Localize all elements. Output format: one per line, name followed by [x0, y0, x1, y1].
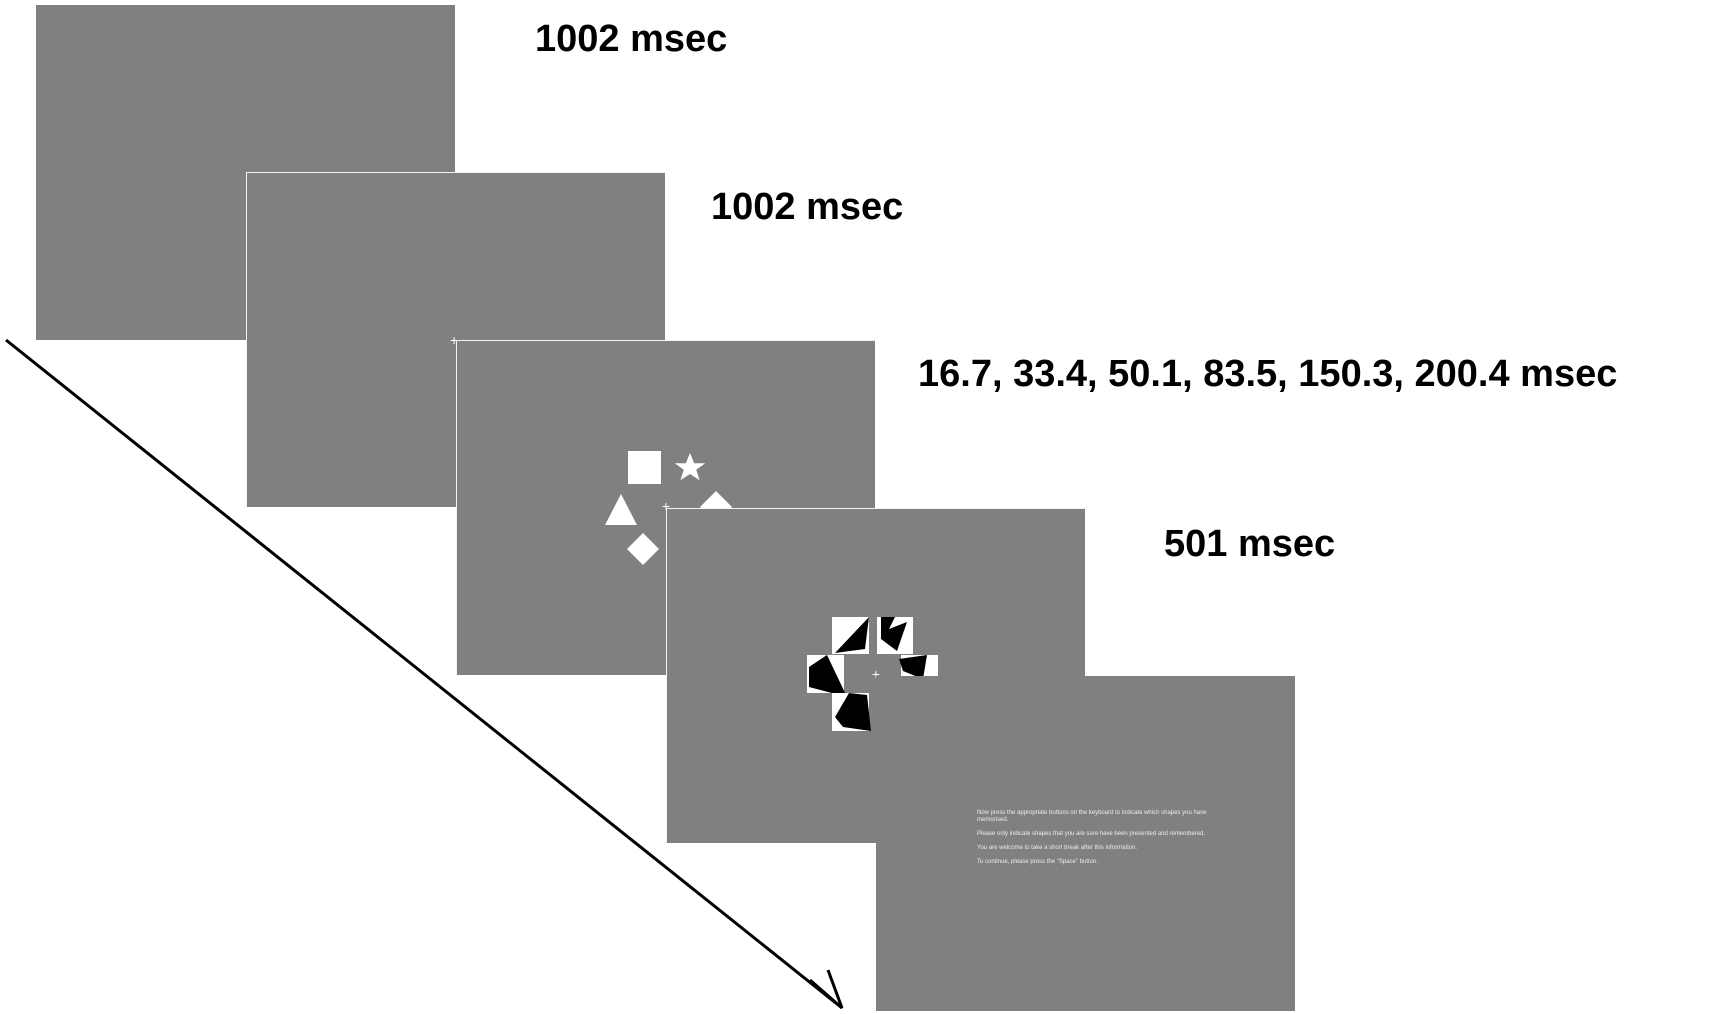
mask-wedge: [809, 655, 847, 697]
duration-label-mask: 501 msec: [1164, 523, 1336, 565]
square-icon: [628, 451, 661, 484]
instruction-line: Now press the appropriate buttons on the…: [977, 810, 1207, 823]
instruction-line: You are welcome to take a short break af…: [977, 845, 1137, 851]
star-icon: [674, 453, 706, 481]
mask-wedge: [835, 693, 871, 731]
mask-patches: +: [807, 617, 938, 731]
fixation-cross: +: [450, 332, 459, 348]
duration-label-fixation: 1002 msec: [711, 186, 904, 228]
duration-label-blank: 1002 msec: [535, 18, 728, 60]
mask-wedge: [881, 617, 907, 651]
time-arrow-line: [5, 338, 843, 1010]
mask-wedge: [899, 655, 927, 679]
duration-label-stimulus: 16.7, 33.4, 50.1, 83.5, 150.3, 200.4 mse…: [918, 353, 1618, 395]
triangle-icon: [605, 494, 637, 525]
instruction-line: To continue, please press the "Space" bu…: [977, 859, 1099, 865]
fixation-cross: +: [872, 666, 880, 682]
diamond-icon: [627, 533, 659, 565]
instruction-text: Now press the appropriate buttons on the…: [977, 810, 1207, 873]
fixation-cross: +: [662, 498, 670, 514]
response-screen: Now press the appropriate buttons on the…: [876, 676, 1295, 1011]
mask-wedge: [835, 617, 869, 653]
instruction-line: Please only indicate shapes that you are…: [977, 831, 1206, 837]
time-arrow-head: [809, 969, 844, 1010]
